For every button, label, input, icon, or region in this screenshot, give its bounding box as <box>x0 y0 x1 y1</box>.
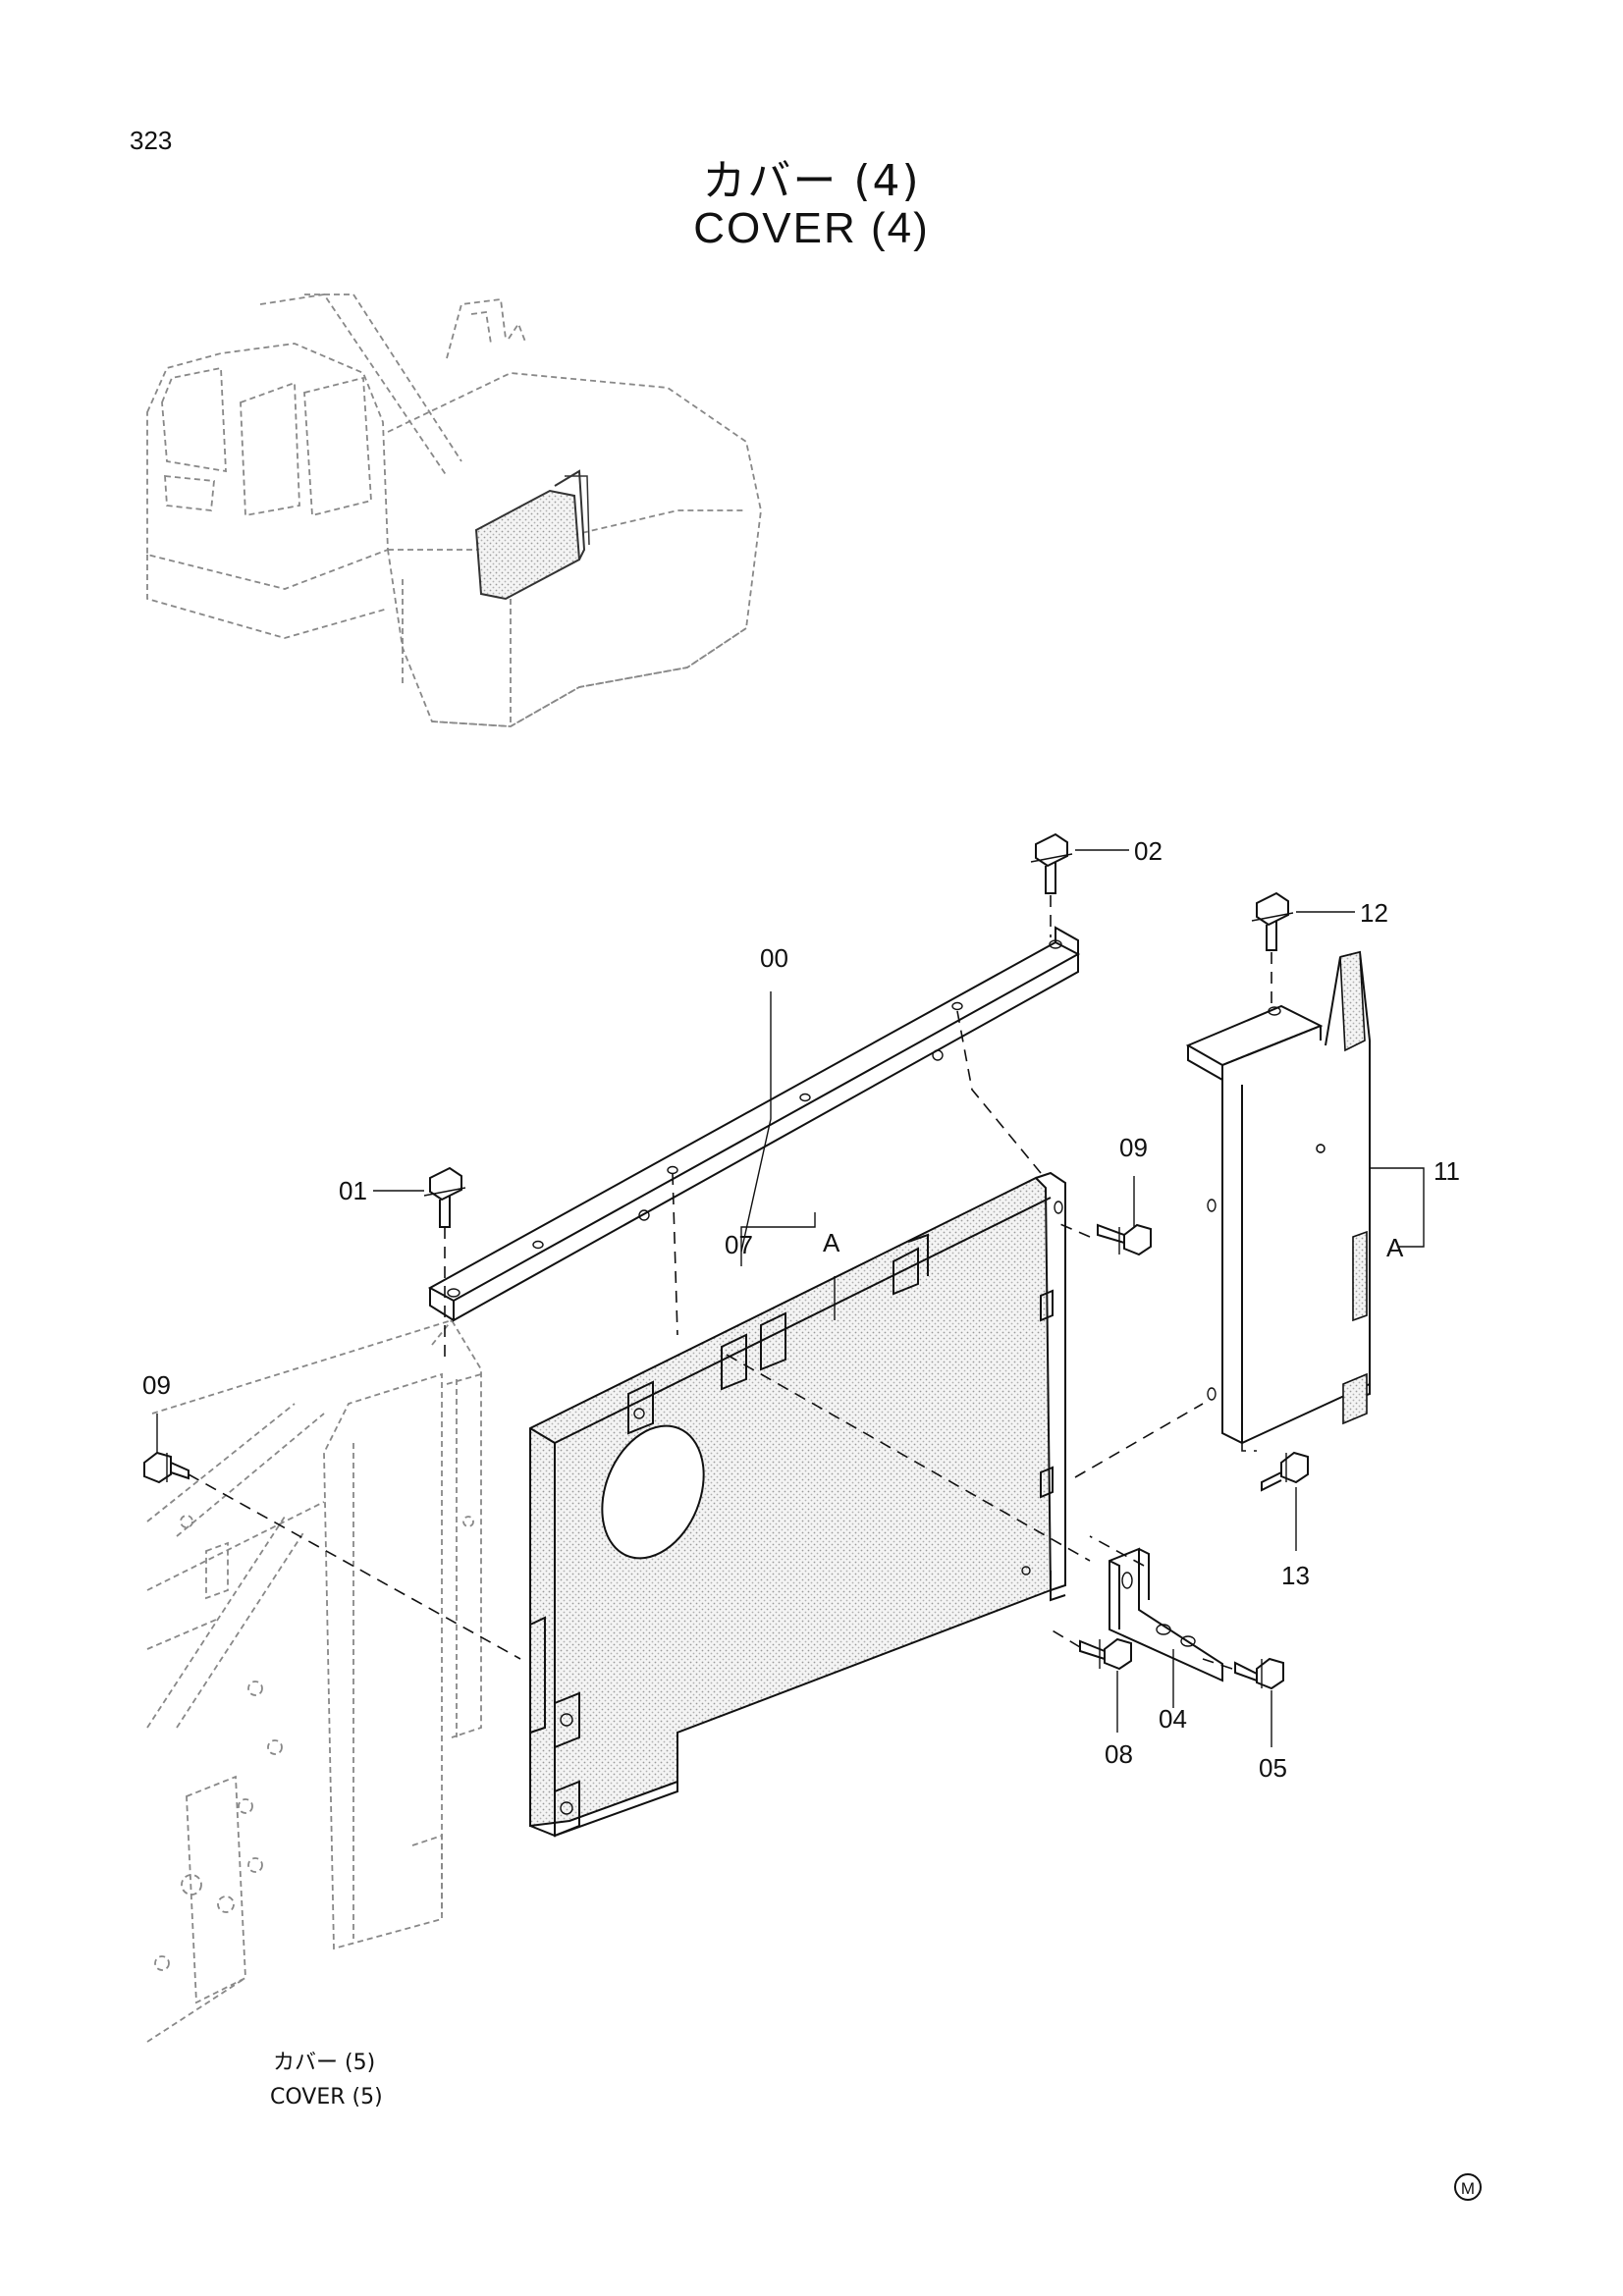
callout-a-panel: A <box>823 1228 840 1257</box>
part-04-bracket <box>1109 1547 1223 1682</box>
bolt-12 <box>1251 891 1294 951</box>
callout-labels: 00 01 02 04 05 07 08 09 09 11 12 13 A A <box>142 836 1460 1783</box>
bolt-09-left <box>143 1451 189 1484</box>
title-english: COVER (4) <box>693 204 930 252</box>
callout-09-right: 09 <box>1119 1133 1148 1162</box>
callout-07: 07 <box>725 1230 753 1259</box>
bolt-01 <box>423 1166 466 1228</box>
callout-04: 04 <box>1159 1704 1187 1734</box>
leader-lines <box>156 849 1355 1747</box>
bolt-02 <box>1030 832 1073 894</box>
callout-09-left: 09 <box>142 1370 171 1400</box>
mark-letter: M <box>1461 2179 1475 2198</box>
title-japanese: カバー (4) <box>702 156 921 206</box>
callout-12: 12 <box>1360 898 1388 928</box>
cross-reference-jp: カバー (5) <box>273 2051 375 2075</box>
excavator-locator-illustration <box>146 294 762 727</box>
bolt-13 <box>1261 1451 1309 1492</box>
callout-05: 05 <box>1259 1753 1287 1783</box>
cross-reference-en: COVER (5) <box>270 2085 383 2109</box>
bolt-08 <box>1079 1637 1132 1671</box>
callout-13: 13 <box>1281 1561 1310 1590</box>
assembly-lines <box>188 895 1272 1670</box>
part-00-top-rail <box>427 926 1081 1322</box>
main-cover-panel <box>529 1171 1066 1838</box>
part-11-side-cover <box>1185 950 1425 1452</box>
callout-02: 02 <box>1134 836 1163 866</box>
bolt-05 <box>1234 1657 1284 1690</box>
bolt-09-right <box>1097 1223 1152 1256</box>
callout-08: 08 <box>1105 1739 1133 1769</box>
callout-01: 01 <box>339 1176 367 1205</box>
adjacent-frame-cover-5 <box>146 1318 482 2043</box>
callout-11: 11 <box>1434 1156 1460 1186</box>
circled-m-mark: M <box>1454 2173 1482 2201</box>
callout-a-side: A <box>1386 1233 1404 1262</box>
page-number: 323 <box>130 126 173 155</box>
callout-00: 00 <box>760 943 788 973</box>
